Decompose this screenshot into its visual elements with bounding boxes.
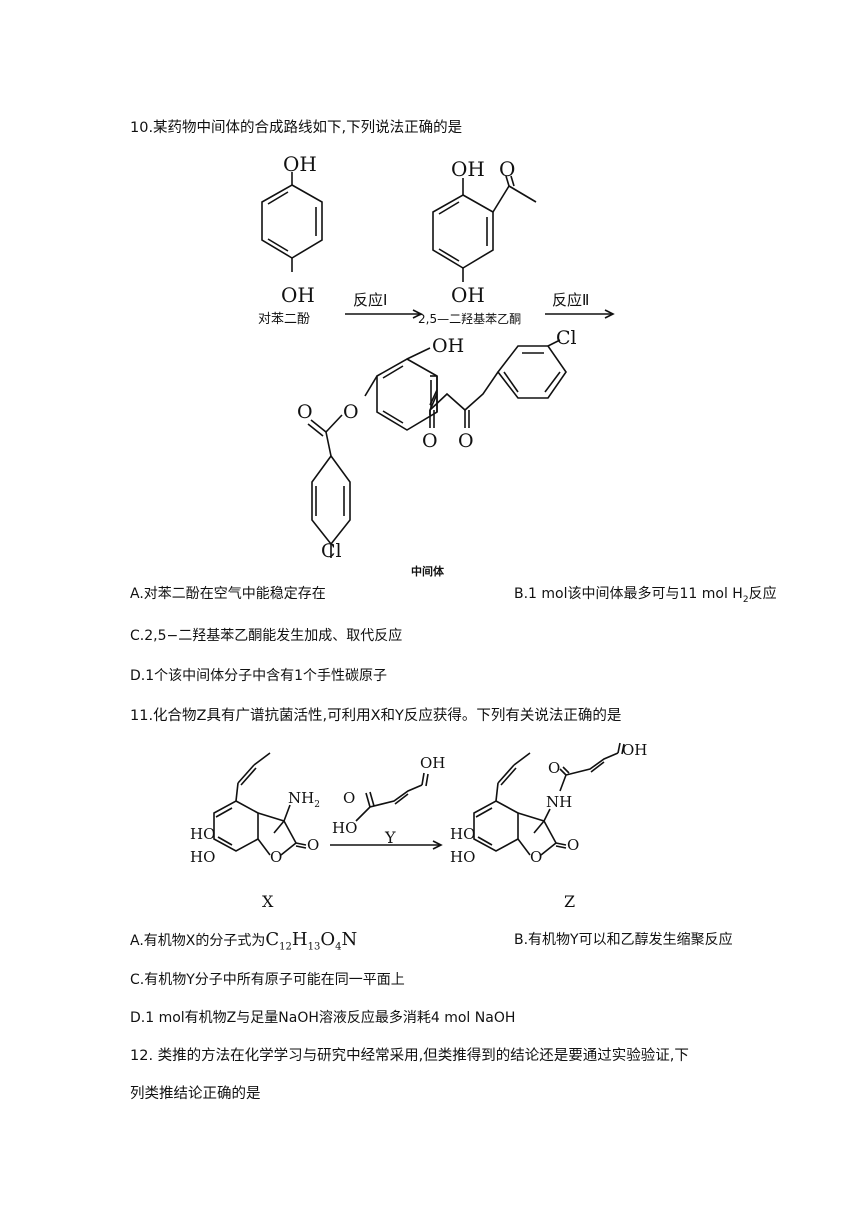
atom-o: O [567,836,579,854]
q10-option-d: D.1个该中间体分子中含有1个手性碳原子 [130,668,388,684]
atom-o: O [499,157,515,181]
q11-scheme: O O NH2 HO HO X O HO OH Y O [190,741,647,911]
q11-option-a: A.有机物X的分子式为C12H13O4N [130,929,358,953]
atom-o: O [530,848,542,866]
q11-option-b: B.有机物Y可以和乙醇发生缩聚反应 [514,932,733,948]
atom-o: O [307,836,319,854]
atom-o: O [297,401,313,423]
atom-ho: HO [190,848,215,866]
atom-ho: HO [450,848,475,866]
atom-o: O [270,848,282,866]
q11-stem: 11.化合物Z具有广谱抗菌活性,可利用X和Y反应获得。下列有关说法正确的是 [130,708,622,724]
atom-ho: HO [450,825,475,843]
hydroquinone-label: 对苯二酚 [258,312,310,327]
atom-oh: OH [451,283,485,307]
dihydroxyacetophenone-structure: OH O OH [432,157,537,307]
compound-z-structure: O O NH O OH HO HO [450,741,647,866]
atom-ho: HO [190,825,215,843]
atom-nh: NH [546,793,572,811]
reaction-1-label: 反应Ⅰ [353,291,387,309]
q11-option-d: D.1 mol有机物Z与足量NaOH溶液反应最多消耗4 mol NaOH [130,1010,516,1026]
q10-scheme-top: OH OH 对苯二酚 反应Ⅰ OH O OH 2,5—二羟基苯乙酮 反应Ⅱ [258,152,615,327]
atom-oh: OH [451,157,485,181]
atom-oh: OH [432,335,464,357]
atom-oh: OH [622,741,647,759]
atom-cl: Cl [556,327,577,349]
q10-options-row1: A.对苯二酚在空气中能稳定存在 B.1 mol该中间体最多可与11 mol H2… [130,584,777,605]
atom-ho: HO [332,819,357,837]
q12-stem-line2: 列类推结论正确的是 [130,1086,261,1102]
q12-stem-line1: 12. 类推的方法在化学学习与研究中经常采用,但类推得到的结论还是要通过实验验证… [130,1048,689,1064]
intermediate-label: 中间体 [411,564,445,578]
atom-oh: OH [283,152,317,176]
reaction-2-label: 反应Ⅱ [552,291,589,309]
atom-o: O [458,430,474,452]
atom-oh: OH [281,283,315,307]
q10-option-b: B.1 mol该中间体最多可与11 mol H2反应 [514,586,777,605]
compound-x-structure: O O NH2 HO HO [190,752,320,866]
label-x: X [262,892,274,911]
label-z: Z [564,892,575,911]
compound-y-structure: O HO OH [332,754,445,837]
q10-option-a: A.对苯二酚在空气中能稳定存在 [130,586,326,602]
atom-o: O [343,401,359,423]
atom-nh2: NH2 [288,789,320,810]
dihydroxyacetophenone-label: 2,5—二羟基苯乙酮 [418,311,521,326]
formula-x: C12H13O4N [265,929,358,953]
atom-o: O [343,789,355,807]
atom-cl: Cl [321,540,342,562]
hydroquinone-structure: OH OH [261,152,323,307]
q11-option-c: C.有机物Y分子中所有原子可能在同一平面上 [130,972,405,988]
q10-intermediate-structure: OH O O Cl O O Cl 中间体 [297,327,577,578]
atom-o: O [548,759,560,777]
q10-option-c: C.2,5−二羟基苯乙酮能发生加成、取代反应 [130,628,403,644]
atom-o: O [422,430,438,452]
atom-oh: OH [420,754,445,772]
q11-options-row1: A.有机物X的分子式为C12H13O4N B.有机物Y可以和乙醇发生缩聚反应 [130,929,733,958]
label-y: Y [384,828,396,847]
q10-stem: 10.某药物中间体的合成路线如下,下列说法正确的是 [130,120,463,136]
